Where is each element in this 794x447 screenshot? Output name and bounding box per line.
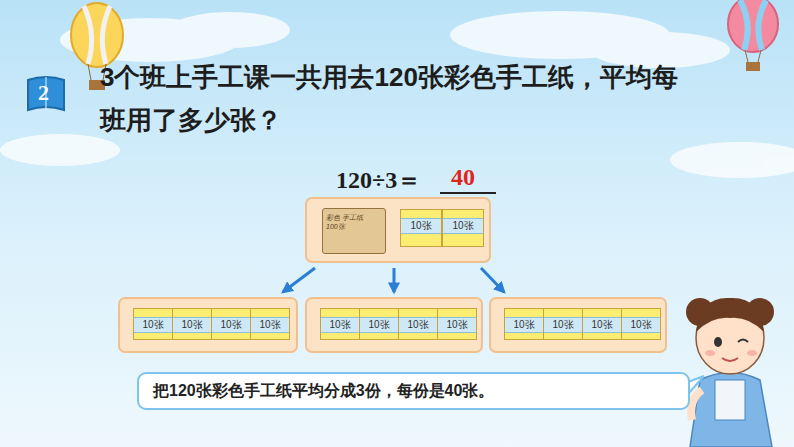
paper-packet: 10张 [504,308,544,340]
paper-packet: 10张 [172,308,212,340]
paper-packet: 10张 [250,308,290,340]
number-badge [28,77,64,110]
packet-label: 10张 [251,317,289,333]
paper-packet: 10张 [211,308,251,340]
badge-number: 2 [38,80,49,106]
split-arrow [481,268,504,292]
packet-label: 10张 [443,218,483,234]
question-text: 3个班上手工课一共用去120张彩色手工纸，平均每班用了多少张？ [100,56,700,142]
paper-packet: 10张 [398,308,438,340]
packet-label: 10张 [622,317,660,333]
packet-label: 10张 [360,317,398,333]
packet-label: 10张 [544,317,582,333]
bundle-label: 彩色 手工纸 [326,213,382,222]
group-box: 彩色 手工纸100张 10张10张 [305,197,491,263]
striped-balloon [728,0,778,71]
bundle-label: 100张 [326,222,382,231]
packet-label: 10张 [321,317,359,333]
paper-packet: 10张 [543,308,583,340]
bubble-tail [688,376,704,394]
paper-bundle: 彩色 手工纸100张 [322,208,386,254]
paper-packet: 10张 [582,308,622,340]
group-box: 10张10张10张10张 [118,297,298,353]
paper-packet: 10张 [400,209,442,247]
answer-blank [440,192,496,194]
speech-text: 把120张彩色手工纸平均分成3份，每份是40张。 [153,381,494,402]
girl-figure [686,298,774,447]
packet-label: 10张 [401,218,441,234]
packet-label: 10张 [505,317,543,333]
split-arrow [283,268,315,292]
paper-packet: 10张 [621,308,661,340]
packet-label: 10张 [438,317,476,333]
packet-label: 10张 [134,317,172,333]
paper-packet: 10张 [442,209,484,247]
equation: 120÷3＝ [336,164,421,196]
speech-bubble: 把120张彩色手工纸平均分成3份，每份是40张。 [137,372,690,410]
packet-label: 10张 [173,317,211,333]
paper-packet: 10张 [133,308,173,340]
paper-packet: 10张 [359,308,399,340]
packet-label: 10张 [399,317,437,333]
group-box: 10张10张10张10张 [305,297,483,353]
packet-label: 10张 [583,317,621,333]
split-arrow [393,268,396,292]
paper-packet: 10张 [437,308,477,340]
packet-label: 10张 [212,317,250,333]
answer-number: 40 [451,164,475,191]
group-box: 10张10张10张10张 [489,297,667,353]
paper-packet: 10张 [320,308,360,340]
